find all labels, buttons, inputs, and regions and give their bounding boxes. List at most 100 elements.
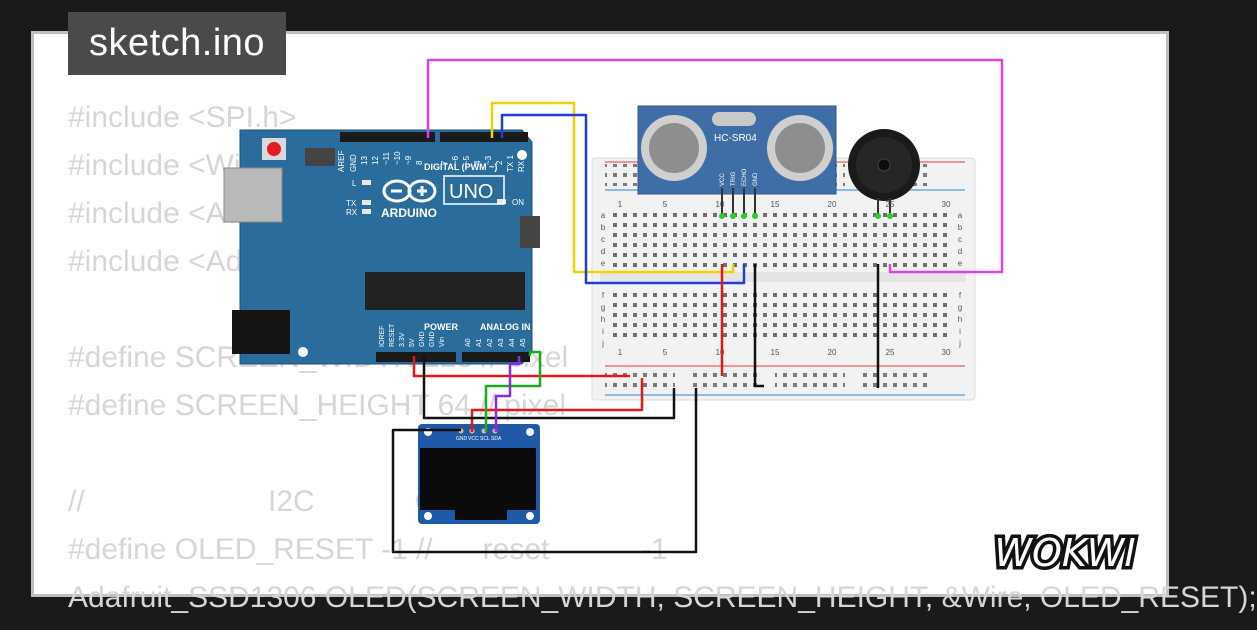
bb-row-letter: h <box>958 315 962 324</box>
digital-pin-label: ~6 <box>451 155 460 165</box>
analog-pin-label: A1 <box>476 338 483 347</box>
analog-pin-label: A3 <box>498 338 505 347</box>
power-pin-label: GND <box>429 331 436 347</box>
code-line: Adafruit_SSD1306 OLED(SCREEN_WIDTH, SCRE… <box>68 581 1257 614</box>
bb-row-letter: c <box>958 235 962 244</box>
power-pin-label: 5V <box>409 338 416 347</box>
bb-row-letter: d <box>601 247 605 256</box>
bb-row-letter: e <box>601 259 606 268</box>
microcontroller-chip <box>365 272 525 310</box>
oled-pin-label: SDA <box>491 436 502 442</box>
digital-pin-label: 8 <box>415 160 424 165</box>
analog-header-label: ANALOG IN <box>480 322 531 332</box>
bb-row-letter: g <box>601 303 605 312</box>
bb-row-letter: a <box>958 211 963 220</box>
wire-green[interactable] <box>484 350 542 432</box>
sensor-pin-label: TRIG <box>731 171 737 186</box>
power-pin-label: GND <box>419 331 426 347</box>
file-tab[interactable]: sketch.ino <box>68 12 286 75</box>
wire-black[interactable] <box>753 264 764 388</box>
power-pin-label: IOREF <box>379 326 386 347</box>
bb-col-number: 1 <box>618 348 623 357</box>
digital-pin-label: ~10 <box>393 151 402 165</box>
arduino-logo-icon <box>382 179 437 203</box>
bb-row-letter: i <box>959 327 961 336</box>
board-model-label: UNO <box>449 181 493 203</box>
bb-row-letter: j <box>958 339 961 348</box>
bb-row-letter: h <box>601 315 605 324</box>
oled-pin-label: VCC <box>468 436 479 442</box>
bb-row-letter: g <box>958 303 962 312</box>
wire-yellow[interactable] <box>490 101 735 274</box>
bb-col-number: 15 <box>771 200 780 209</box>
wire-black[interactable] <box>422 356 676 420</box>
digital-pin-label: 12 <box>371 156 380 165</box>
digital-pin-label: TX 1 <box>506 155 515 172</box>
digital-pin-label: ~11 <box>382 151 391 165</box>
bb-row-letter: a <box>601 211 606 220</box>
power-pin-label: RESET <box>389 323 396 347</box>
bb-row-letter: b <box>601 223 606 232</box>
analog-pin-label: A5 <box>520 338 527 347</box>
power-header-label: POWER <box>424 322 459 332</box>
wire-red[interactable] <box>470 378 644 432</box>
wires <box>391 58 1004 554</box>
oled-pin-label: GND <box>456 436 468 442</box>
digital-pin-label: ~9 <box>404 155 413 165</box>
arduino-uno-board[interactable]: AREF GND 13 12 ~11 ~10 ~9 8 7 ~6 ~5 4 ~3… <box>223 129 540 365</box>
wire-blue[interactable] <box>500 113 746 285</box>
wire-purple[interactable] <box>494 356 521 432</box>
digital-pin-label: 2 <box>495 160 504 165</box>
digital-pin-label: 7 <box>440 160 449 165</box>
bb-row-letter: e <box>958 259 963 268</box>
power-pin-label: Vin <box>439 337 446 347</box>
analog-pin-label: A2 <box>487 338 494 347</box>
bb-row-letter: c <box>601 235 605 244</box>
bb-col-number: 10 <box>716 348 725 357</box>
sensor-name-label: HC-SR04 <box>714 133 757 144</box>
led-label-l: L <box>352 179 357 188</box>
wire-magenta[interactable] <box>426 58 1004 274</box>
led-label-rx: RX <box>346 208 358 217</box>
bb-col-number: 10 <box>716 200 725 209</box>
wire-black[interactable] <box>391 388 698 554</box>
bb-row-letter: i <box>602 327 604 336</box>
bb-row-letter: f <box>602 291 605 300</box>
digital-pin-label: 4 <box>473 160 482 165</box>
sensor-pin-label: VCC <box>720 173 726 186</box>
wire-red[interactable] <box>412 356 630 378</box>
digital-pin-label: 13 <box>360 156 369 165</box>
pin-label-aref: AREF <box>337 151 346 172</box>
circuit-diagram: 1 5 10 15 20 25 30 1 5 10 15 20 25 30 a … <box>223 58 1004 554</box>
bb-col-number: 15 <box>771 348 780 357</box>
bb-row-letter: b <box>958 223 963 232</box>
oled-screen <box>420 448 536 510</box>
wokwi-logo-text: WOKWI <box>994 531 1135 575</box>
power-pin-label: 3.3V <box>399 332 406 347</box>
bb-col-number: 25 <box>886 348 895 357</box>
led-label-on: ON <box>512 198 524 207</box>
reset-button[interactable] <box>267 142 281 156</box>
canvas-frame: #include <SPI.h> #include <Wire.h> #incl… <box>31 31 1257 614</box>
code-line: #include <SPI.h> <box>68 101 297 134</box>
buzzer[interactable] <box>848 129 920 219</box>
bb-col-number: 30 <box>942 348 951 357</box>
code-line: #define SCREEN_HEIGHT 64 // pixel <box>68 389 567 422</box>
led-label-tx: TX <box>346 199 357 208</box>
analog-pin-label: A4 <box>509 338 516 347</box>
bb-row-letter: d <box>958 247 962 256</box>
bb-col-number: 20 <box>828 200 837 209</box>
oled-pin-label: SCL <box>480 436 490 442</box>
code-line: #define OLED_RESET -1 // reset -1 <box>68 533 668 566</box>
bb-col-number: 30 <box>942 200 951 209</box>
analog-pin-label: A0 <box>465 338 472 347</box>
ultrasonic-sensor[interactable]: HC-SR04 VCC TRIG ECHO GND <box>637 105 837 219</box>
sensor-pin-label: ECHO <box>742 168 748 186</box>
bb-col-number: 5 <box>663 348 668 357</box>
digital-pin-label: RX 0 <box>517 154 526 172</box>
digital-header-label: DIGITAL (PWM ~) <box>424 162 497 172</box>
bb-col-number: 1 <box>618 200 623 209</box>
oled-display[interactable]: GND VCC SCL SDA <box>418 424 540 524</box>
bb-row-letter: j <box>601 339 604 348</box>
digital-pin-label: ~5 <box>462 155 471 165</box>
